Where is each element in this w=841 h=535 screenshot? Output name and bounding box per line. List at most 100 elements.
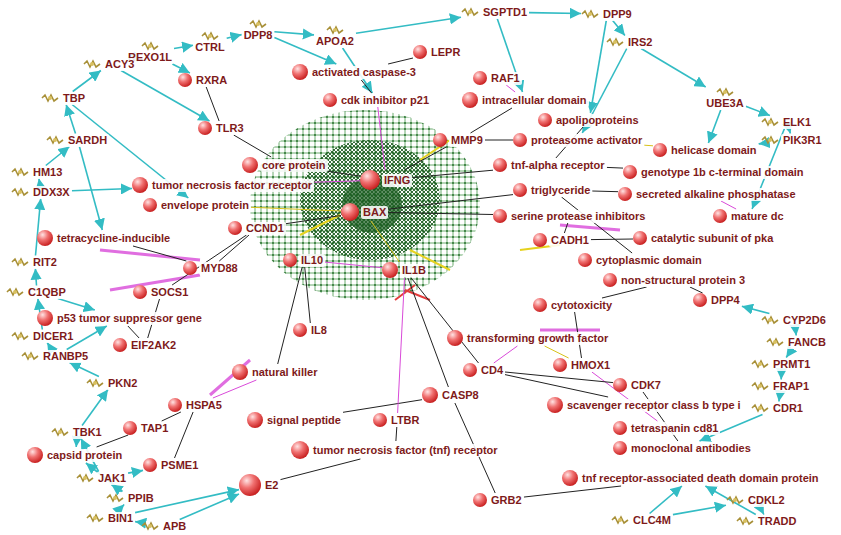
protein-sphere [293, 323, 307, 337]
protein-sphere [232, 364, 248, 380]
node-label: tetracycline-inducible [55, 232, 172, 245]
node-label: RIT2 [31, 256, 59, 269]
arrow-link [39, 179, 40, 186]
gene-node: TBK1 [51, 426, 104, 439]
interaction-line [485, 140, 513, 141]
interaction-line [278, 267, 303, 364]
node-label: tumor necrosis factor receptor [150, 179, 314, 192]
node-label: CDK7 [629, 379, 663, 392]
arrow-link [742, 306, 770, 313]
gene-node: IRS2 [606, 36, 654, 49]
gene-icon [76, 473, 94, 483]
gene-icon [21, 351, 39, 361]
interaction-line [564, 223, 567, 233]
protein-sphere [533, 233, 547, 247]
protein-sphere [323, 93, 337, 107]
protein-node: capsid protein [27, 447, 124, 463]
protein-sphere [168, 398, 182, 412]
gene-node: RIT2 [11, 256, 59, 269]
gene-icon [11, 331, 29, 341]
arrow-link [708, 110, 720, 143]
node-label: intracellular domain [480, 94, 589, 107]
interaction-line [371, 221, 400, 262]
gene-node: ELK1 [761, 116, 813, 129]
node-label: mature dc [729, 210, 786, 223]
protein-sphere [538, 113, 552, 127]
arrow-link [79, 147, 102, 231]
protein-node: non-structural protein 3 [603, 273, 747, 287]
protein-node: GRB2 [473, 493, 524, 507]
node-label: UBE3A [704, 97, 745, 110]
node-label: transforming growth factor [465, 332, 610, 345]
interaction-line [602, 287, 647, 298]
interaction-line [175, 412, 194, 458]
node-label: IFNG [382, 174, 412, 187]
gene-node: PRMT1 [751, 358, 812, 371]
interaction-line [395, 427, 397, 441]
node-label: SOCS1 [149, 286, 190, 299]
protein-node: PSME1 [143, 458, 200, 472]
protein-sphere [493, 158, 507, 172]
protein-node: helicase domain [653, 143, 759, 157]
node-label: PPIB [126, 492, 156, 505]
protein-sphere [462, 92, 478, 108]
protein-sphere [183, 261, 197, 275]
protein-sphere [341, 203, 359, 221]
arrow-link [274, 32, 314, 35]
gene-icon [249, 19, 267, 29]
protein-node: IL10 [283, 253, 325, 267]
protein-sphere [562, 470, 578, 486]
node-label: CDKL2 [746, 494, 787, 507]
node-label: triglyceride [529, 184, 592, 197]
node-label: DPP9 [601, 8, 634, 21]
interaction-line [388, 213, 493, 215]
protein-node: monoclonal antibodies [613, 441, 753, 455]
arrow-link [641, 49, 706, 88]
protein-sphere [513, 183, 527, 197]
node-label: RXRA [194, 74, 229, 87]
interaction-line [412, 170, 493, 177]
arrow-link [227, 35, 242, 39]
arrow-link [72, 189, 132, 191]
node-label: FRAP1 [771, 380, 811, 393]
protein-sphere [603, 273, 617, 287]
node-label: SARDH [66, 134, 109, 147]
node-label: MMP9 [449, 134, 485, 147]
protein-sphere [123, 421, 137, 435]
gene-node: DPP9 [581, 8, 634, 21]
protein-sphere [373, 413, 387, 427]
protein-sphere [292, 64, 308, 80]
node-label: tnf-alpha receptor [509, 159, 607, 172]
gene-node: DDX3X [11, 186, 72, 199]
protein-node: cytotoxicity [533, 298, 614, 312]
protein-node: p53 tumor suppressor gene [37, 310, 204, 326]
gene-icon [11, 167, 29, 177]
interaction-line [721, 201, 736, 209]
protein-sphere [132, 177, 148, 193]
arrow-link [789, 129, 791, 134]
protein-node: scavenger receptor class b type i [547, 397, 743, 413]
arrow-link [356, 17, 461, 33]
protein-node: SOCS1 [133, 285, 190, 299]
arrow-link [779, 393, 780, 402]
node-label: IL8 [309, 324, 329, 337]
interaction-line [388, 195, 513, 210]
node-label: CADH1 [549, 234, 591, 247]
protein-sphere [653, 143, 667, 157]
interaction-line [281, 459, 361, 480]
protein-node: serine protease inhibitors [493, 209, 647, 223]
node-label: proteasome activator [529, 134, 644, 147]
protein-node: intracellular domain [462, 92, 589, 108]
node-label: HM13 [31, 166, 64, 179]
node-label: HSPA5 [184, 399, 224, 412]
gene-node: ACY3 [83, 58, 136, 71]
node-label: cytoplasmic domain [594, 254, 704, 267]
protein-node: LEPR [413, 45, 462, 59]
gene-icon [611, 515, 629, 525]
gene-node: CLC4M [611, 514, 673, 527]
gene-node: C1QBP [6, 286, 68, 299]
interaction-line [545, 346, 569, 358]
interaction-line [314, 181, 360, 182]
node-label: CCND1 [244, 222, 286, 235]
